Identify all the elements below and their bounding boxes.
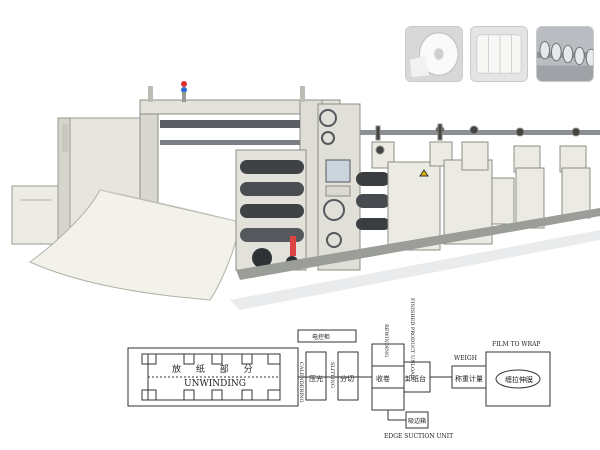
unload-cn-label: 卸纸台 — [405, 374, 426, 383]
rewind-station-4 — [513, 127, 545, 229]
calender-section — [235, 149, 307, 271]
film-wrap-box — [485, 351, 551, 407]
weigh-cn-label: 称重计量 — [455, 374, 483, 383]
slitter-rewinder-machine-image — [11, 81, 600, 310]
rewinding-cn-label: 收卷 — [376, 374, 390, 383]
paper-roll-image — [406, 27, 462, 81]
slitting-cn-label: 分切 — [340, 374, 354, 383]
main-frame — [317, 103, 361, 271]
pressing-cn-label: 压光 — [309, 374, 323, 383]
rewind-station-3 — [461, 125, 515, 225]
slitting-blades-image — [537, 27, 593, 81]
hmi-screen — [325, 159, 351, 183]
edge-suction-cn-label: 吸边箱 — [408, 417, 426, 425]
electrical-cabinet-label: 电控柜 — [312, 333, 330, 341]
finished-product-unload-en-label: FINISHED PRODUCT UNLOAD — [409, 298, 415, 379]
slitting-en-label: SLITTING — [329, 362, 335, 388]
rewind-station-5 — [559, 127, 591, 219]
thumbnail-paper-sheets[interactable] — [470, 26, 528, 82]
thumbnail-paper-roll[interactable] — [405, 26, 463, 82]
rewind-drums — [356, 172, 390, 230]
unwinding-cn-label: 放 纸 部 分 — [172, 363, 259, 375]
top-shaft — [360, 130, 600, 135]
thumbnail-strip — [0, 26, 600, 86]
paper-sheets-image — [471, 27, 527, 81]
paper-web-sheet — [29, 189, 241, 301]
edge-suction-en-label: EDGE SUCTION UNIT — [384, 433, 453, 440]
weigh-en-label: WEIGH — [454, 355, 477, 362]
thumbnail-slitting-blades[interactable] — [536, 26, 594, 82]
unwinding-en-label: UNWINDING — [184, 379, 246, 389]
electrical-cabinet-box — [297, 329, 357, 343]
film-wrap-cn-label: 缠拉伸膜 — [505, 375, 533, 384]
rewinding-en-label: REWINDING — [383, 324, 389, 357]
rewind-station-1 — [371, 125, 441, 251]
film-to-wrap-en-label: FILM TO WRAP — [492, 341, 540, 348]
base-rail — [236, 208, 600, 280]
calendering-en-label: CALENDERING — [298, 362, 304, 403]
rewind-stations — [371, 123, 591, 251]
